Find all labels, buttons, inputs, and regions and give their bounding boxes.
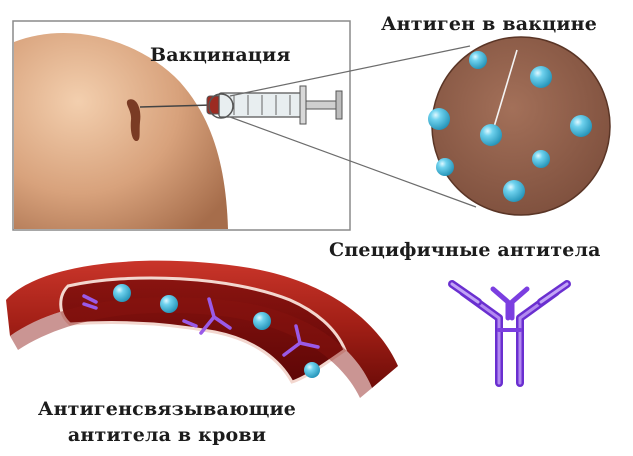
blood-antibodies-label-line2: антитела в крови — [68, 424, 266, 446]
vaccination-label: Вакцинация — [150, 44, 291, 66]
antigen-particle — [480, 124, 502, 146]
specific-antibodies-label: Специфичные антитела — [329, 239, 601, 261]
magnified-antigen-circle — [428, 37, 610, 215]
antigen-particle — [160, 295, 178, 313]
antigen-particle — [530, 66, 552, 88]
antigen-particle — [304, 362, 320, 378]
blood-antibodies-label-line1: Антигенсвязывающие — [38, 398, 296, 420]
antigen-in-vaccine-label: Антиген в вакцине — [381, 13, 597, 35]
antigen-particle — [436, 158, 454, 176]
blood-vessel — [6, 261, 398, 398]
y-shaped-antibody-icon — [452, 284, 567, 383]
blood-antibodies-label: Антигенсвязывающие антитела в крови — [14, 396, 320, 448]
antigen-particle — [503, 180, 525, 202]
antigen-particle — [113, 284, 131, 302]
antigen-particle — [253, 312, 271, 330]
antigen-particle — [469, 51, 487, 69]
antigen-particle — [428, 108, 450, 130]
antigen-particle — [532, 150, 550, 168]
antigen-particle — [570, 115, 592, 137]
